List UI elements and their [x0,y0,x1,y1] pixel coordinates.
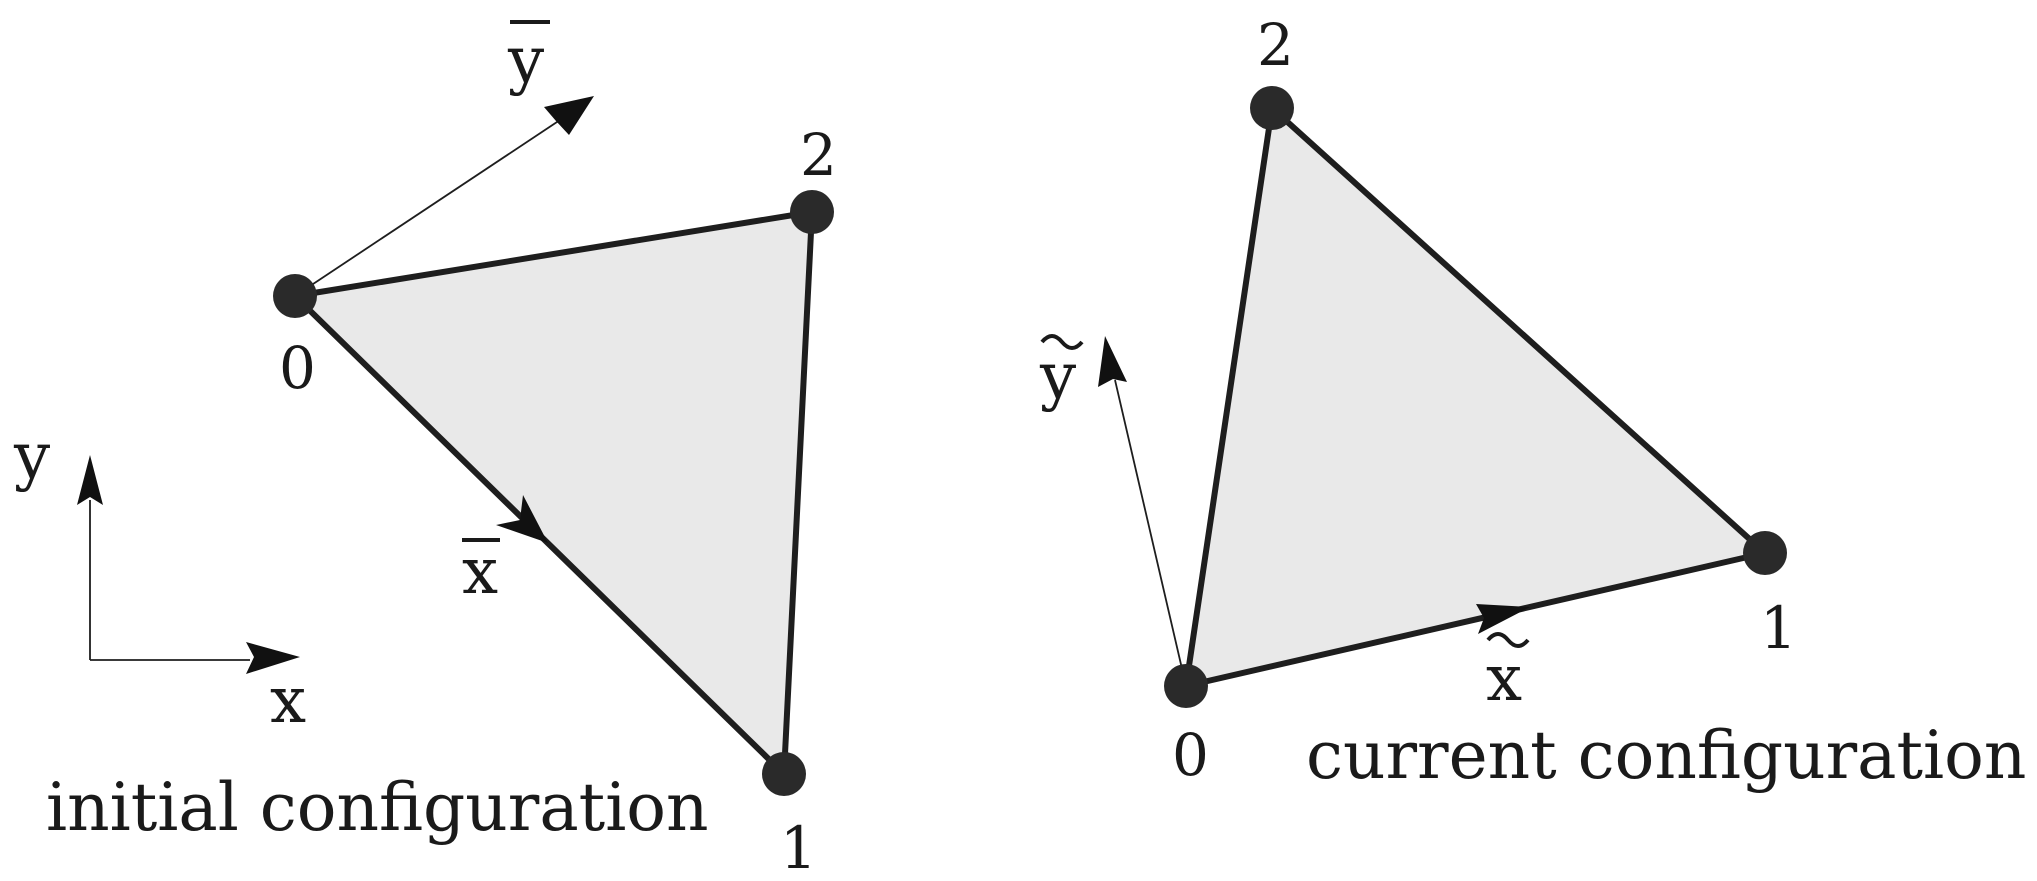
current-edge-0-1 [1183,550,1768,689]
initial-caption: initial configuration [46,769,709,846]
global-x-label: x [270,664,306,738]
global-x-axis-arrowhead [246,642,300,674]
current-node-1-label: 1 [1760,594,1797,662]
initial-node-0-label: 0 [279,334,316,402]
current-node-0-label: 0 [1172,721,1209,789]
global-y-axis-arrowhead [77,455,103,505]
current-xtilde-label: x [1486,642,1522,716]
current-ytilde-tilde [1040,334,1084,350]
initial-xbar-label: x [462,535,498,609]
global-axes: x y [13,420,306,738]
initial-node-1-label: 1 [780,814,817,881]
initial-node-0 [273,274,317,318]
current-node-1 [1743,531,1787,575]
current-xtilde-tilde [1486,632,1530,648]
initial-triangle-fill [295,212,812,774]
global-y-label: y [13,420,50,494]
current-node-0 [1164,664,1208,708]
initial-configuration: 0 1 2 x y initial configuration [46,20,837,881]
current-triangle-fill [1186,108,1765,686]
current-ytilde-arrowhead [1098,336,1127,387]
current-edge-2-1 [1269,105,1768,556]
initial-xbar-arrowhead [496,495,548,543]
current-edge-0-2 [1183,105,1275,689]
initial-ybar-arrowhead [544,96,594,135]
initial-node-1 [762,752,806,796]
initial-ybar-label: y [507,24,544,98]
current-node-2 [1250,86,1294,130]
current-ytilde-axis-line [1114,379,1187,687]
initial-node-2 [790,190,834,234]
current-ytilde-label: y [1039,340,1076,414]
current-configuration: 0 1 2 x y current configuration [1039,11,2026,794]
initial-edge-2-1 [781,209,815,777]
current-node-2-label: 2 [1257,11,1294,79]
initial-node-2-label: 2 [800,121,837,189]
initial-edge-0-2 [292,209,815,299]
current-caption: current configuration [1306,717,2026,794]
current-xtilde-arrowhead [1476,604,1530,634]
initial-ybar-axis-line [294,119,561,297]
